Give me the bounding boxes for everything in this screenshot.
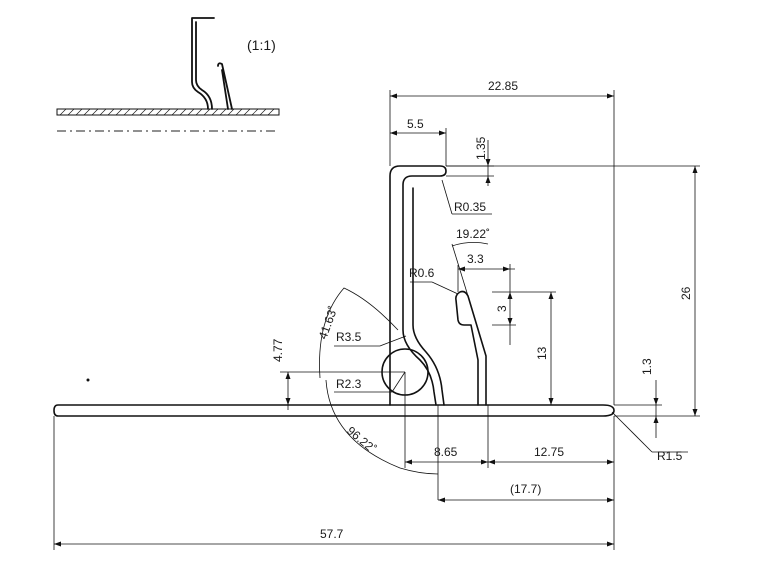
dim-base-thickness: 1.3	[640, 358, 654, 375]
base-plate	[53, 404, 615, 417]
dim-fin-tip-radius: R0.6	[409, 266, 435, 280]
outer-wall	[389, 165, 447, 406]
dim-lip-radius: R0.35	[454, 200, 486, 214]
dim-sweep-angle: 96.22˚	[344, 424, 379, 457]
dim-upper-width: 22.85	[488, 79, 518, 93]
dim-bend-offset: 4.77	[271, 338, 285, 362]
thumbnail-hatching	[59, 108, 275, 116]
dim-lip-width: 5.5	[407, 117, 424, 131]
profile-outline	[53, 165, 615, 417]
dim-slope-angle: 19.22˚	[456, 227, 490, 241]
dim-total-height: 26	[679, 286, 693, 300]
dim-gap-width: 8.65	[434, 445, 458, 459]
inner-wall	[412, 187, 445, 406]
dim-overall-width: 57.7	[320, 527, 344, 541]
dim-right-segment: 12.75	[534, 445, 564, 459]
fin	[455, 290, 487, 406]
dim-hole-radius: R2.3	[336, 377, 362, 391]
dim-lip-thickness: 1.35	[474, 136, 488, 160]
dimension-lines	[53, 90, 700, 550]
dimension-labels: 22.85 5.5 1.35 R0.35 19.22˚ 3.3 R0.6 3 1…	[271, 79, 693, 541]
dim-fin-offset: 3.3	[467, 252, 484, 266]
dim-bend-radius: R3.5	[336, 330, 362, 344]
stray-dot	[86, 378, 90, 382]
dim-fin-height: 13	[535, 346, 549, 360]
thumbnail-profile	[191, 17, 233, 110]
arrowheads	[54, 93, 698, 547]
scale-note: (1:1)	[247, 37, 276, 53]
dim-end-radius: R1.5	[657, 449, 683, 463]
dim-reference-length: (17.7)	[510, 482, 541, 496]
dim-fin-flat: 3	[495, 305, 509, 312]
thumbnail-view: (1:1)	[56, 17, 280, 132]
